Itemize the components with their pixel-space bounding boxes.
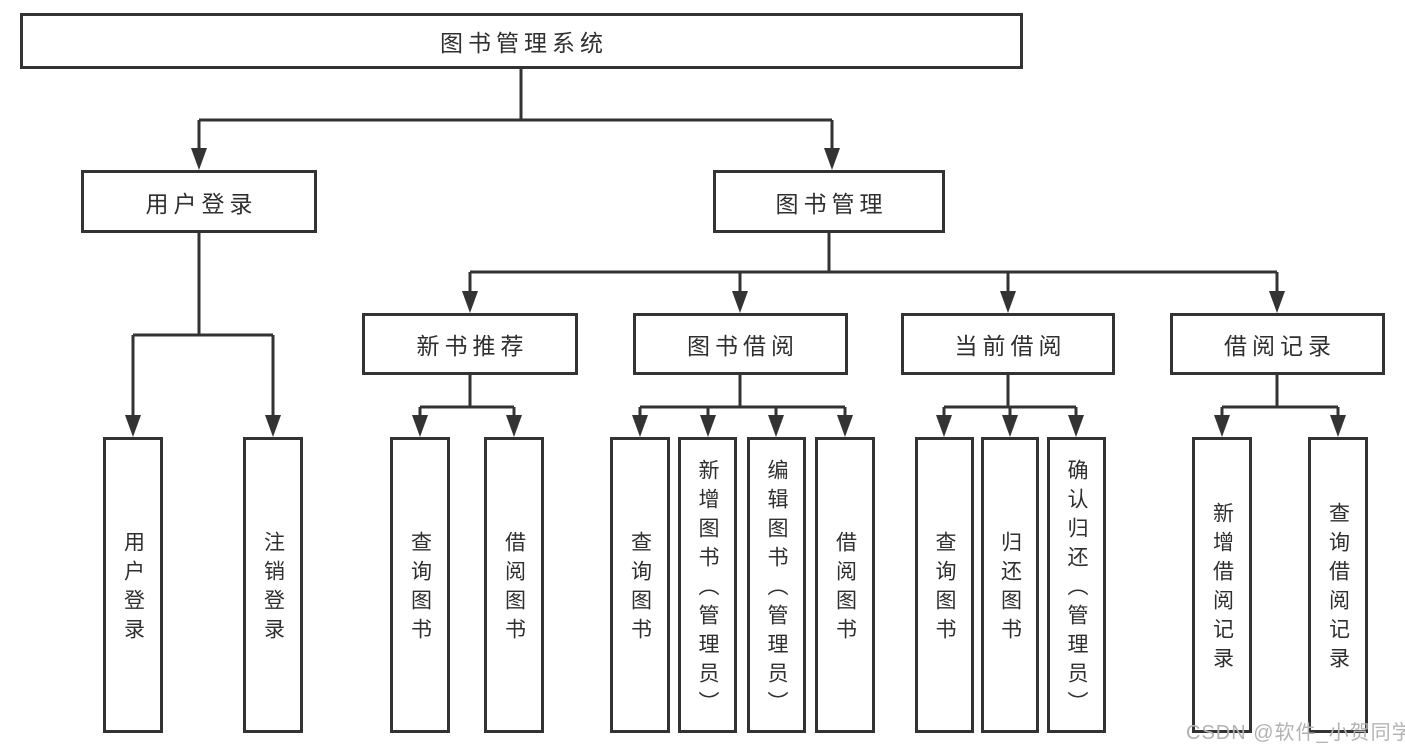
leaf-cb-return-books: 归还图书	[981, 437, 1039, 733]
node-new-book-recommend: 新书推荐	[362, 313, 578, 375]
arrow-down-icon	[412, 415, 428, 437]
node-book-management: 图书管理	[713, 170, 945, 233]
arrow-down-icon	[125, 415, 141, 437]
node-user-login: 用户登录	[81, 170, 317, 233]
node-label: 查询图书	[933, 531, 956, 647]
branch-user-login	[125, 233, 281, 437]
branch-current-borrow	[936, 375, 1084, 437]
node-label: 查询借阅记录	[1326, 502, 1350, 676]
arrow-down-icon	[632, 415, 648, 437]
branch-root	[191, 69, 840, 170]
leaf-nb-borrow-books: 借阅图书	[484, 437, 544, 733]
node-label: 查询图书	[628, 531, 652, 647]
node-root-system: 图书管理系统	[20, 13, 1023, 69]
leaf-br-query-record: 查询借阅记录	[1308, 437, 1368, 733]
arrow-down-icon	[1002, 415, 1018, 437]
arrow-down-icon	[462, 291, 478, 313]
arrow-down-icon	[824, 148, 840, 170]
leaf-bb-edit-books-admin: 编辑图书（管理员）	[747, 437, 806, 733]
node-label: 新增图书（管理员）	[696, 458, 719, 720]
leaf-cb-query-books: 查询图书	[915, 437, 974, 733]
arrow-down-icon	[191, 148, 207, 170]
node-label: 确认归还（管理员）	[1065, 458, 1088, 720]
node-label: 图书借阅	[687, 333, 799, 359]
node-label: 归还图书	[998, 531, 1022, 647]
node-label: 当前借阅	[954, 333, 1067, 359]
branch-book-management	[462, 233, 1285, 313]
leaf-cb-confirm-return-admin: 确认归还（管理员）	[1047, 437, 1106, 733]
node-label: 图书管理系统	[440, 30, 608, 56]
node-label: 图书管理	[775, 190, 888, 217]
node-label: 用户登录	[121, 531, 145, 647]
arrow-down-icon	[265, 415, 281, 437]
branch-new-book	[412, 375, 522, 437]
node-borrow-records: 借阅记录	[1170, 313, 1385, 375]
arrow-down-icon	[1269, 291, 1285, 313]
arrow-down-icon	[837, 415, 853, 437]
arrow-down-icon	[1330, 415, 1346, 437]
leaf-bb-borrow-books: 借阅图书	[815, 437, 875, 733]
arrow-down-icon	[1000, 291, 1016, 313]
arrow-down-icon	[732, 291, 748, 313]
node-label: 用户登录	[145, 190, 258, 217]
node-label: 新书推荐	[416, 333, 529, 359]
csdn-watermark: CSDN @软件_小贺同学	[1186, 722, 1405, 744]
node-current-borrow: 当前借阅	[901, 313, 1115, 375]
leaf-bb-query-books: 查询图书	[610, 437, 670, 733]
leaf-nb-query-books: 查询图书	[390, 437, 450, 733]
branch-book-borrow	[632, 375, 853, 437]
arrow-down-icon	[1214, 415, 1230, 437]
arrow-down-icon	[936, 415, 952, 437]
node-label: 注销登录	[261, 531, 285, 647]
node-book-borrow: 图书借阅	[633, 313, 848, 375]
leaf-br-add-record: 新增借阅记录	[1192, 437, 1252, 733]
node-label: 借阅记录	[1224, 333, 1336, 359]
node-label: 新增借阅记录	[1210, 502, 1234, 676]
leaf-user-login: 用户登录	[103, 437, 163, 733]
branch-borrow-records	[1214, 375, 1346, 437]
node-label: 借阅图书	[502, 531, 526, 647]
arrow-down-icon	[768, 415, 784, 437]
node-label: 借阅图书	[833, 531, 857, 647]
leaf-logout: 注销登录	[243, 437, 303, 733]
arrow-down-icon	[1068, 415, 1084, 437]
arrow-down-icon	[506, 415, 522, 437]
leaf-bb-add-books-admin: 新增图书（管理员）	[678, 437, 737, 733]
node-label: 查询图书	[408, 531, 432, 647]
arrow-down-icon	[700, 415, 716, 437]
node-label: 编辑图书（管理员）	[765, 458, 788, 720]
